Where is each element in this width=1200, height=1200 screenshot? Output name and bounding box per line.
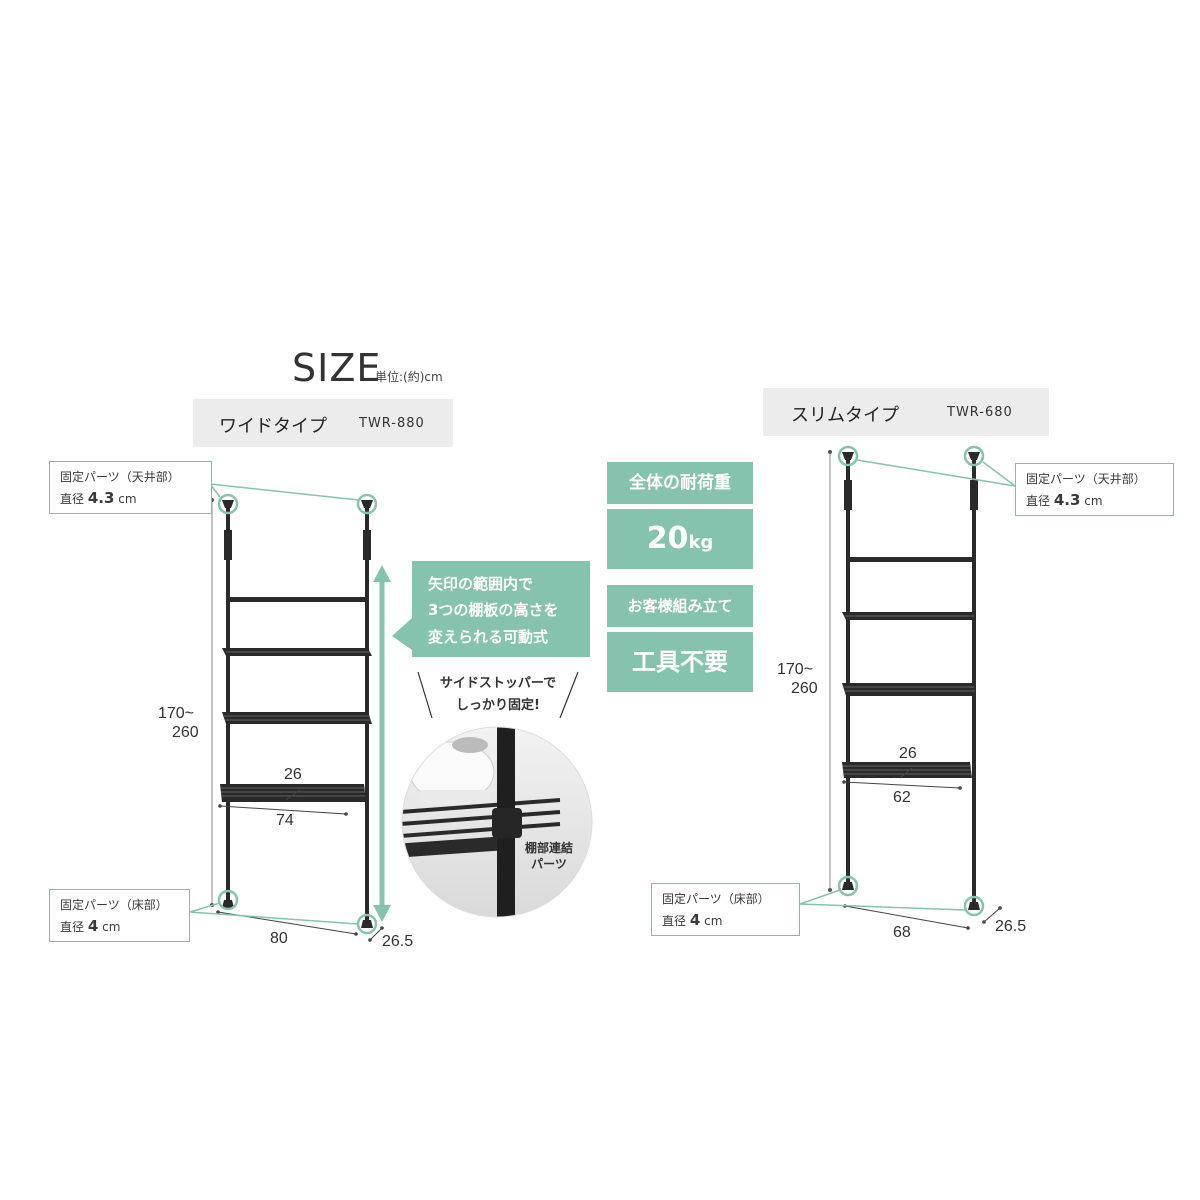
load-capacity-unit: kg [688,532,714,553]
slim-top-part-diameter-unit: cm [1084,493,1103,508]
load-capacity-value-box: 20kg [607,509,753,569]
slim-top-part-diameter-value: 4.3 [1053,490,1081,509]
slim-type-code: TWR-680 [947,405,1013,420]
stopper-note-line2: しっかり固定! [456,698,540,714]
wide-base-width: 80 [270,930,288,947]
bubble-pointer [392,618,412,650]
slim-top-part-label: 固定パーツ（天井部） [1026,472,1146,486]
wide-height-line2: 260 [172,724,199,742]
adjust-note-bubble: 矢印の範囲内で 3つの棚板の高さを 変えられる可動式 [412,561,590,657]
wide-rack-illustration [189,483,384,942]
wide-height-dimension: 170~ 260 [158,704,199,742]
slim-bottom-part-label: 固定パーツ（床部） [662,892,770,906]
wide-bottom-part-diameter-unit: cm [102,919,121,934]
unit-label: 単位:(約)cm [375,370,443,384]
wide-height-line1: 170~ [158,705,195,722]
stopper-note-line1: サイドストッパーで [439,676,557,691]
wide-top-part-diameter-unit: cm [118,491,137,506]
wide-type-code: TWR-880 [359,416,425,431]
wide-top-part-diameter-prefix: 直径 [60,491,85,506]
wide-bottom-part-label: 固定パーツ（床部） [60,898,168,912]
adjust-note-line2: 3つの棚板の高さを [428,601,559,620]
wide-top-part-diameter-value: 4.3 [87,488,115,507]
adjust-note-line1: 矢印の範囲内で [428,575,534,593]
slim-base-depth: 26.5 [995,918,1027,935]
wide-bottom-part-diameter-value: 4 [87,916,99,935]
slim-rack-illustration [799,445,1016,930]
slim-bottom-part-diameter-unit: cm [704,913,723,928]
load-capacity-label: 全体の耐荷重 [607,462,753,504]
slim-top-part-callout: 固定パーツ（天井部） 直径 4.3 cm [1015,463,1174,516]
wide-bottom-part-callout: 固定パーツ（床部） 直径 4 cm [49,889,190,942]
slim-shelf-width: 62 [893,789,911,806]
size-title: SIZE [292,346,382,390]
wide-bottom-part-diameter-prefix: 直径 [60,919,85,934]
slim-top-part-diameter-prefix: 直径 [1026,493,1051,508]
wide-base-depth: 26.5 [382,933,414,950]
assembly-value: 工具不要 [607,632,753,692]
slim-shelf-depth: 26 [899,745,917,762]
wide-top-part-label: 固定パーツ（天井部） [60,470,180,484]
wide-shelf-depth: 26 [284,766,302,783]
joint-label-line2: パーツ [531,857,567,872]
height-adjust-arrow [373,565,391,922]
slim-bottom-part-diameter-value: 4 [689,910,701,929]
wide-type-header: ワイドタイプ TWR-880 [193,399,453,447]
slim-bottom-part-callout: 固定パーツ（床部） 直径 4 cm [651,883,800,936]
stopper-note: サイドストッパーで しっかり固定! [428,673,568,717]
slim-type-header: スリムタイプ TWR-680 [763,388,1049,436]
slim-type-name: スリムタイプ [791,405,899,426]
adjust-note-line3: 変えられる可動式 [428,627,549,646]
slim-height-line2: 260 [791,680,818,698]
joint-label-line1: 棚部連結 [525,841,574,855]
slim-base-width: 68 [893,924,911,941]
joint-label: 棚部連結 パーツ [525,840,573,872]
slim-bottom-part-diameter-prefix: 直径 [662,913,687,928]
slim-height-dimension: 170~ 260 [777,660,818,698]
assembly-label: お客様組み立て [607,585,753,627]
joint-closeup-photo [401,726,593,918]
wide-type-name: ワイドタイプ [219,416,327,437]
wide-shelf-width: 74 [276,812,294,829]
slim-height-line1: 170~ [777,661,814,678]
wide-top-part-callout: 固定パーツ（天井部） 直径 4.3 cm [49,461,212,514]
load-capacity-value: 20 [646,521,689,556]
